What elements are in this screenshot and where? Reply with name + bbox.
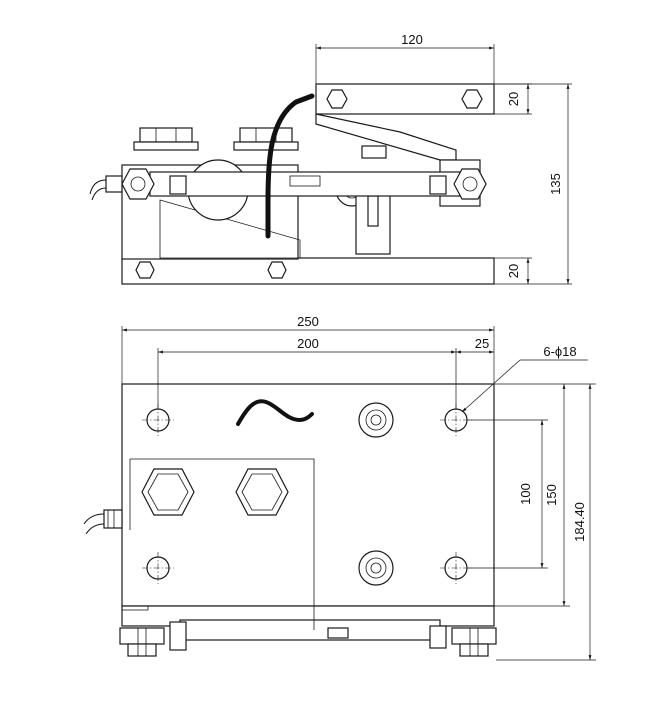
hole-callout: 6-ϕ18 — [543, 344, 576, 359]
top-bolt-right — [233, 127, 299, 151]
counterbore-top — [358, 402, 394, 438]
dim-hole-spacing-x: 200 — [297, 336, 319, 351]
dim-base-plate: 20 — [506, 264, 521, 278]
base-bolt-left — [135, 261, 155, 279]
signal-cable — [265, 93, 315, 239]
base-bolt-right — [267, 261, 287, 279]
counterbore-bottom — [358, 550, 394, 586]
bottom-nut-left — [119, 621, 187, 657]
callout-leader — [461, 359, 521, 413]
cable-gland-left-side — [89, 175, 123, 201]
wedge-support — [159, 199, 301, 259]
dim-overall-width: 250 — [297, 314, 319, 329]
mounting-hole-top-right — [440, 404, 472, 436]
dim-top-width: 120 — [401, 32, 423, 47]
dim-top-plate: 20 — [506, 92, 521, 106]
mounting-hole-bottom-left — [142, 552, 174, 584]
dim-edge-offset: 25 — [475, 336, 489, 351]
dim-hole-spacing-y: 100 — [518, 483, 533, 505]
dim-plate-depth: 150 — [544, 484, 559, 506]
mounting-hole-bottom-right — [440, 552, 472, 584]
hex-bolt-right — [235, 468, 289, 516]
top-plate-bolt-left — [326, 89, 348, 109]
hex-bolt-left — [141, 468, 195, 516]
cable-gland-plan — [83, 509, 123, 535]
dim-overall-depth: 184.40 — [572, 502, 587, 542]
side-view: 120 20 135 20 — [89, 32, 572, 285]
dim-total-height: 135 — [548, 173, 563, 195]
bottom-nut-right — [429, 625, 497, 657]
top-plate-bolt-right — [461, 89, 483, 109]
base-plate — [121, 257, 495, 285]
load-cell-block — [130, 458, 315, 630]
tie-rod-nut-right — [453, 168, 487, 200]
tie-rod-nut-left — [121, 168, 155, 200]
mounting-hole-top-left — [142, 404, 174, 436]
cable-symbol — [236, 399, 314, 426]
top-bolt-left — [133, 127, 199, 151]
plan-view: 250 200 25 6-ϕ18 100 150 184.40 — [83, 314, 596, 661]
